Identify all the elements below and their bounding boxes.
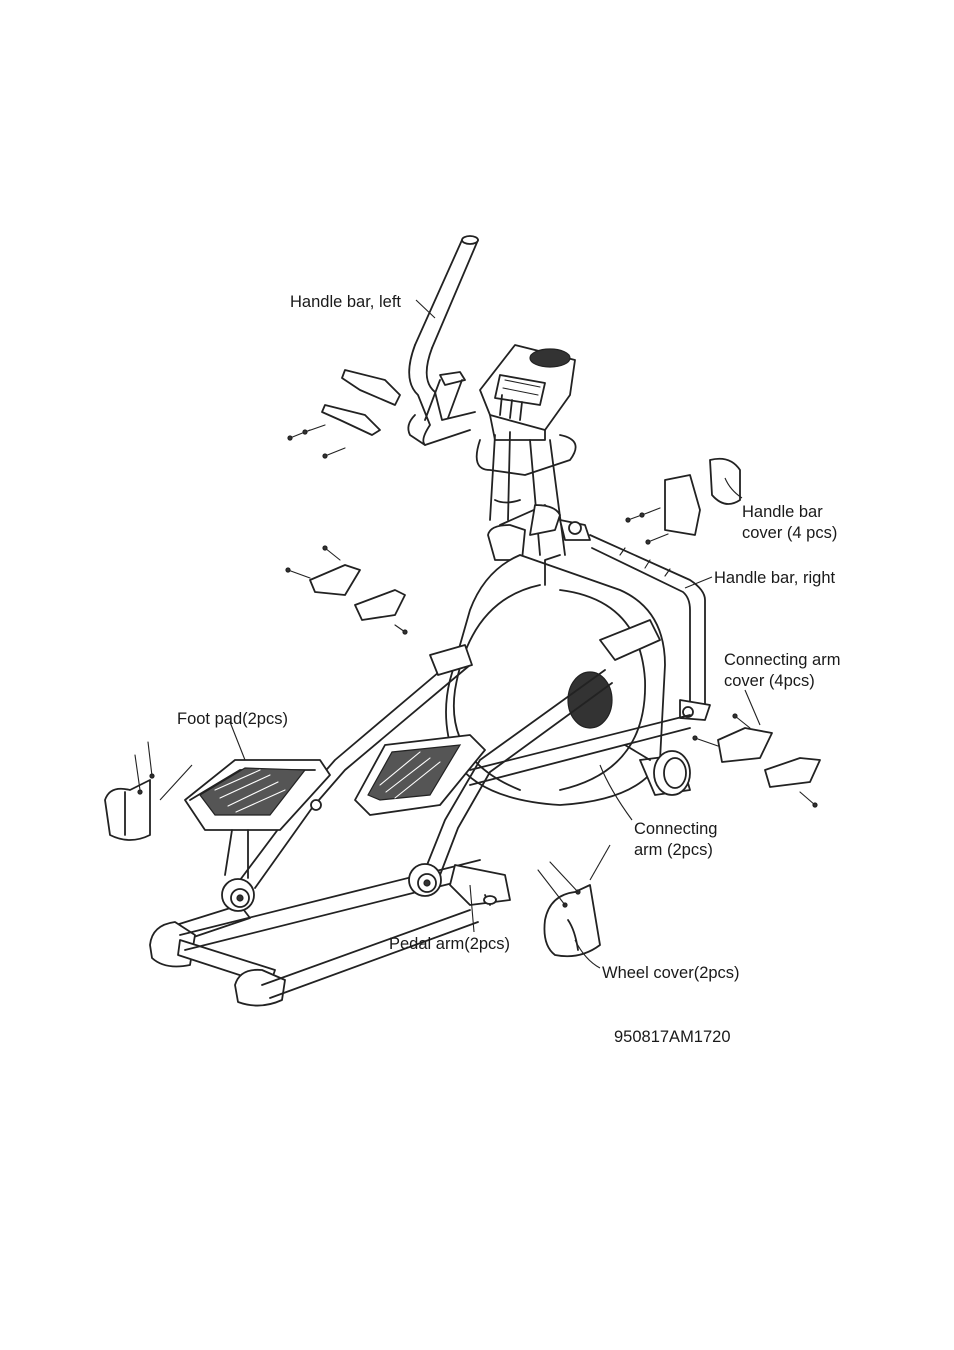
label-connecting-arm-line2: arm (2pcs) [634, 840, 713, 860]
label-foot-pad: Foot pad(2pcs) [177, 709, 288, 729]
mast [477, 432, 590, 560]
label-handle-bar-left: Handle bar, left [290, 292, 401, 312]
label-wheel-cover: Wheel cover(2pcs) [602, 963, 740, 983]
right-pedal-wheel [409, 864, 441, 896]
handle-bar-left [408, 236, 478, 445]
wheel-cover-left [105, 742, 192, 840]
foot-pad-left [185, 760, 330, 830]
left-pedal-wheel [222, 830, 254, 911]
handle-bar-cover-right-set [626, 459, 740, 544]
cover-set-middle-left [286, 546, 407, 634]
label-connecting-arm-cover-line1: Connecting arm [724, 650, 840, 670]
label-pedal-arm: Pedal arm(2pcs) [389, 934, 510, 954]
label-handle-bar-right: Handle bar, right [714, 568, 835, 588]
rear-stabilizer [150, 905, 285, 1006]
foot-pad-right [355, 735, 485, 815]
handle-bar-cover-left-set [288, 370, 400, 458]
label-handle-bar-cover-line2: cover (4 pcs) [742, 523, 837, 543]
wheel-cover-right [538, 845, 610, 956]
label-connecting-arm-cover-line2: cover (4pcs) [724, 671, 815, 691]
figure-code: 950817AM1720 [614, 1027, 731, 1047]
console [480, 345, 575, 440]
label-handle-bar-cover-line1: Handle bar [742, 502, 823, 522]
handle-sleeve [425, 372, 465, 420]
connecting-arm-cover-set [693, 714, 820, 807]
label-connecting-arm-line1: Connecting [634, 819, 717, 839]
